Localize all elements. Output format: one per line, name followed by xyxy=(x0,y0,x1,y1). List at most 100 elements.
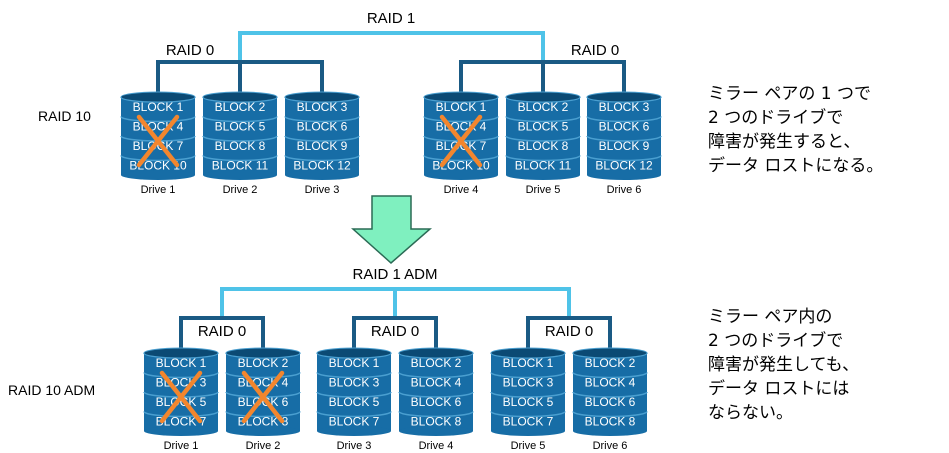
drive-label: Drive 6 xyxy=(593,440,628,452)
block-label: BLOCK 2 xyxy=(585,356,636,370)
block-label: BLOCK 5 xyxy=(156,395,207,409)
block-label: BLOCK 3 xyxy=(297,100,348,114)
block-label: BLOCK 6 xyxy=(411,395,462,409)
block-label: BLOCK 3 xyxy=(503,376,554,390)
bottom-raid0-connector-1 xyxy=(179,316,265,348)
block-label: BLOCK 11 xyxy=(212,159,269,173)
block-label: BLOCK 7 xyxy=(133,139,184,153)
drive-label: Drive 1 xyxy=(141,184,176,196)
drive-label: Drive 3 xyxy=(337,440,372,452)
bottom-note-line: 2 つのドライブで xyxy=(708,331,844,351)
failure-x-icon xyxy=(136,114,180,168)
top-drive-cylinder: BLOCK 3 BLOCK 6 BLOCK 9 BLOCK 12 xyxy=(586,91,662,180)
block-label: BLOCK 7 xyxy=(503,415,554,429)
top-raid1-connector xyxy=(238,31,545,64)
top-side-label: RAID 10 xyxy=(38,108,91,124)
bottom-side-label: RAID 10 ADM xyxy=(8,382,95,398)
drive-label: Drive 5 xyxy=(511,440,546,452)
block-label: BLOCK 9 xyxy=(599,139,650,153)
block-label: BLOCK 8 xyxy=(585,415,636,429)
block-label: BLOCK 1 xyxy=(133,100,184,114)
bottom-note-line: データ ロストには xyxy=(708,379,850,399)
block-label: BLOCK 1 xyxy=(329,356,380,370)
drive-label: Drive 5 xyxy=(526,184,561,196)
bottom-drive-group: BLOCK 1 BLOCK 3 BLOCK 5 BLOCK 7 Drive 1 BLOCK… xyxy=(143,347,648,452)
bottom-raid1adm-connector xyxy=(220,287,571,318)
failure-x-icon xyxy=(439,114,483,168)
block-label: BLOCK 7 xyxy=(329,415,380,429)
block-label: BLOCK 2 xyxy=(238,356,289,370)
down-arrow-icon xyxy=(351,195,433,265)
block-label: BLOCK 6 xyxy=(599,120,650,134)
block-label: BLOCK 6 xyxy=(297,120,348,134)
bottom-drive-cylinder: BLOCK 1 BLOCK 3 BLOCK 5 BLOCK 7 xyxy=(490,347,566,436)
top-note-line: 障害が発生すると、 xyxy=(708,132,861,152)
top-drive-cylinder: BLOCK 2 BLOCK 5 BLOCK 8 BLOCK 11 xyxy=(202,91,278,180)
top-drive-cylinder: BLOCK 2 BLOCK 5 BLOCK 8 BLOCK 11 xyxy=(505,91,581,180)
top-raid0-left-connector xyxy=(156,60,324,92)
block-label: BLOCK 9 xyxy=(297,139,348,153)
drive-label: Drive 2 xyxy=(246,440,281,452)
block-label: BLOCK 8 xyxy=(411,415,462,429)
bottom-drive-cylinder: BLOCK 1 BLOCK 3 BLOCK 5 BLOCK 7 xyxy=(316,347,392,436)
block-label: BLOCK 6 xyxy=(238,395,289,409)
block-label: BLOCK 1 xyxy=(436,100,487,114)
block-label: BLOCK 8 xyxy=(238,415,289,429)
block-label: BLOCK 7 xyxy=(156,415,207,429)
block-label: BLOCK 7 xyxy=(436,139,487,153)
block-label: BLOCK 1 xyxy=(156,356,207,370)
top-raid0-right-label: RAID 0 xyxy=(571,42,619,59)
block-label: BLOCK 2 xyxy=(518,100,569,114)
block-label: BLOCK 6 xyxy=(585,395,636,409)
failure-x-icon xyxy=(241,370,285,424)
top-drive-cylinder: BLOCK 3 BLOCK 6 BLOCK 9 BLOCK 12 xyxy=(284,91,360,180)
drive-label: Drive 4 xyxy=(419,440,454,452)
bottom-raid0-connector-3 xyxy=(526,316,612,348)
block-label: BLOCK 5 xyxy=(329,395,380,409)
drive-label: Drive 3 xyxy=(305,184,340,196)
bottom-note-line: ミラー ペア内の xyxy=(708,307,833,327)
bottom-note-line: 障害が発生しても、 xyxy=(708,355,860,375)
block-label: BLOCK 5 xyxy=(518,120,569,134)
bottom-raid0-connector-2 xyxy=(352,316,438,348)
bottom-raid1adm-label: RAID 1 ADM xyxy=(352,266,437,283)
block-label: BLOCK 4 xyxy=(585,376,636,390)
bottom-drive-cylinder: BLOCK 2 BLOCK 4 BLOCK 6 BLOCK 8 xyxy=(572,347,648,436)
block-label: BLOCK 11 xyxy=(515,159,572,173)
drive-label: Drive 1 xyxy=(164,440,199,452)
top-raid10-section: RAID 1 RAID 0 RAID 0 RAID 10 BLOCK 1 BLOC… xyxy=(38,10,662,196)
top-raid1-label: RAID 1 xyxy=(367,10,415,27)
top-raid0-left-label: RAID 0 xyxy=(166,42,214,59)
block-label: BLOCK 4 xyxy=(411,376,462,390)
block-label: BLOCK 2 xyxy=(215,100,266,114)
block-label: BLOCK 1 xyxy=(503,356,554,370)
top-note-line: 2 つのドライブで xyxy=(708,108,844,128)
block-label: BLOCK 3 xyxy=(329,376,380,390)
bottom-raid10adm-section: RAID 1 ADM RAID 0 RAID 0 RAID 0 RAID 10 … xyxy=(8,266,648,452)
bottom-note: ミラー ペア内の 2 つのドライブで 障害が発生しても、 データ ロストには な… xyxy=(708,305,859,425)
bottom-raid0-label-2: RAID 0 xyxy=(371,323,419,340)
block-label: BLOCK 8 xyxy=(215,139,266,153)
failure-x-icon xyxy=(159,370,203,424)
top-note-line: データ ロストになる。 xyxy=(708,156,884,176)
block-label: BLOCK 12 xyxy=(595,159,653,173)
block-label: BLOCK 3 xyxy=(599,100,650,114)
top-raid0-right-connector xyxy=(459,60,626,92)
block-label: BLOCK 5 xyxy=(215,120,266,134)
bottom-raid0-label-1: RAID 0 xyxy=(198,323,246,340)
drive-label: Drive 6 xyxy=(607,184,642,196)
drive-label: Drive 2 xyxy=(223,184,258,196)
bottom-raid0-label-3: RAID 0 xyxy=(545,323,593,340)
block-label: BLOCK 12 xyxy=(293,159,351,173)
block-label: BLOCK 5 xyxy=(503,395,554,409)
top-note-line: ミラー ペアの 1 つで xyxy=(708,84,872,104)
bottom-note-line: ならない。 xyxy=(708,403,793,423)
top-note: ミラー ペアの 1 つで 2 つのドライブで 障害が発生すると、 データ ロスト… xyxy=(708,82,883,178)
block-label: BLOCK 8 xyxy=(518,139,569,153)
